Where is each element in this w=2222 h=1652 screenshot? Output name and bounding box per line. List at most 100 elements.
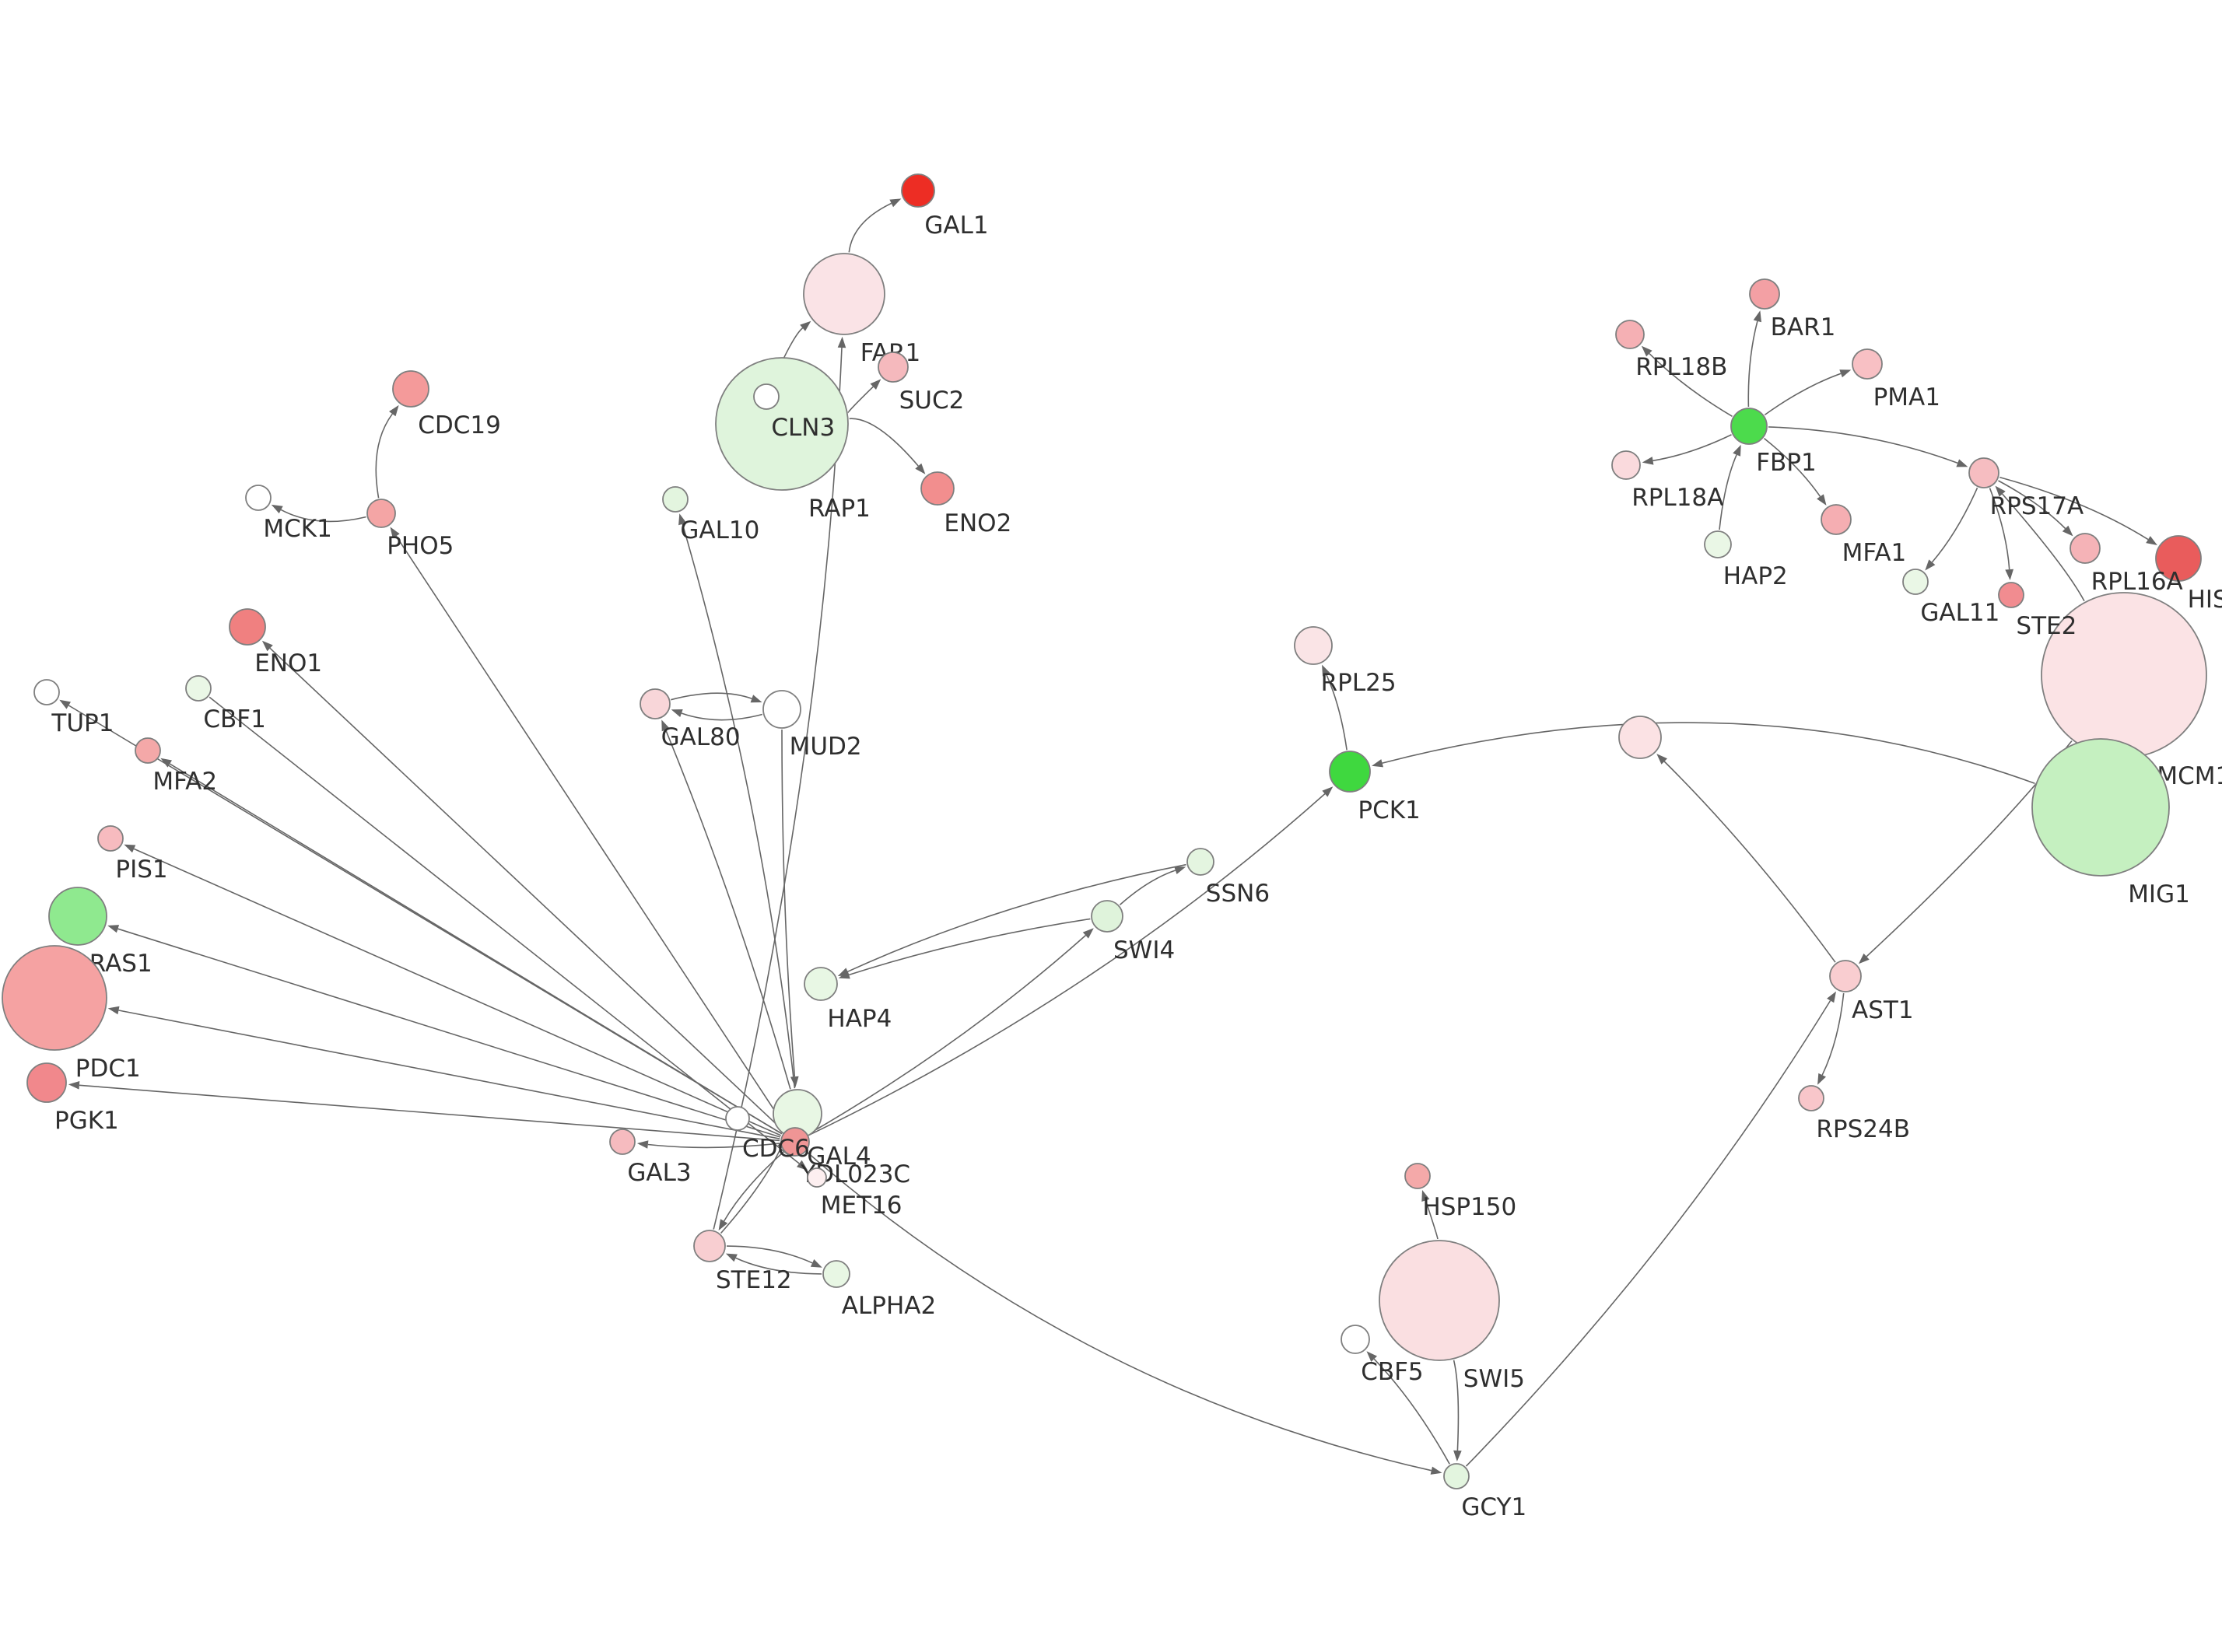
edge-FBP1-RPL18B[interactable]: [1641, 345, 1733, 417]
node-PIS1[interactable]: [97, 825, 124, 852]
edge-line-RAP1-ENO2[interactable]: [849, 418, 919, 467]
node-AST1[interactable]: [1829, 960, 1862, 992]
edge-SWI5-HSP150[interactable]: [1421, 1190, 1439, 1240]
node-BAR1[interactable]: [1749, 278, 1780, 310]
edge-line-AST1-N39[interactable]: [1663, 761, 1836, 963]
edge-CBF1-MET16[interactable]: [209, 696, 808, 1171]
node-MCK1[interactable]: [245, 485, 272, 511]
node-TUP1[interactable]: [33, 679, 60, 705]
edge-SWI4-SSN6[interactable]: [1119, 866, 1186, 905]
edge-RPS17A-STE2[interactable]: [1989, 488, 2014, 580]
edge-line-FBP1-BAR1[interactable]: [1747, 320, 1758, 408]
edge-line-YDL023C-GCY1[interactable]: [806, 1151, 1432, 1472]
node-RPL18A[interactable]: [1611, 450, 1641, 480]
edge-line-YDL023C-PIS1[interactable]: [133, 848, 782, 1136]
edge-line-YDL023C-STE12[interactable]: [723, 1151, 784, 1222]
edge-line-YDL023C-RAS1[interactable]: [117, 928, 781, 1138]
node-RAS1[interactable]: [48, 887, 107, 946]
edge-PHO5-CDC19[interactable]: [375, 404, 399, 499]
node-STE12[interactable]: [693, 1230, 726, 1262]
node-RPL16A[interactable]: [2070, 533, 2101, 564]
node-PDC1[interactable]: [2, 945, 107, 1051]
edge-SWI5-GCY1[interactable]: [1453, 1360, 1462, 1461]
edge-line-YDL023C-GAL3[interactable]: [647, 1143, 780, 1149]
node-MUD2[interactable]: [762, 690, 801, 729]
node-SWI5[interactable]: [1379, 1240, 1500, 1361]
edge-line-STE12-FAR1[interactable]: [713, 347, 843, 1230]
node-CDC6[interactable]: [725, 1106, 750, 1131]
edge-FAR1-GAL1[interactable]: [848, 198, 902, 253]
edge-ALPHA2-STE12[interactable]: [725, 1253, 822, 1275]
edge-line-RAP1-SUC2[interactable]: [847, 386, 874, 414]
edge-PHO5-MCK1[interactable]: [271, 504, 366, 523]
edge-GAL4-GAL80[interactable]: [661, 719, 791, 1090]
node-ENO2[interactable]: [920, 471, 955, 506]
edge-line-PHO5-CDC19[interactable]: [375, 413, 393, 499]
edge-YDL023C-GAL3[interactable]: [636, 1140, 780, 1149]
edge-line-MUD2-GAL80[interactable]: [681, 712, 763, 721]
node-N39[interactable]: [1618, 716, 1662, 759]
edge-line-FBP1-MFA1[interactable]: [1764, 437, 1821, 497]
edge-line-RPS17A-GAL11[interactable]: [1931, 487, 1978, 563]
edge-SSN6-HAP4[interactable]: [837, 863, 1186, 976]
edge-YDL023C-SWI4[interactable]: [808, 928, 1094, 1135]
edge-AST1-N39[interactable]: [1656, 754, 1836, 963]
node-HSP150[interactable]: [1404, 1163, 1431, 1189]
edge-line-MUD2-GAL4[interactable]: [781, 729, 796, 1077]
edge-FBP1-PMA1[interactable]: [1764, 369, 1852, 416]
edge-line-GCY1-AST1[interactable]: [1465, 1000, 1831, 1467]
node-GAL10[interactable]: [662, 486, 689, 513]
edge-YDL023C-PHO5[interactable]: [390, 527, 787, 1129]
edge-MUD2-GAL80[interactable]: [671, 709, 763, 721]
edge-line-GCY1-CBF5[interactable]: [1373, 1358, 1450, 1465]
edge-line-YDL023C-ENO1[interactable]: [269, 647, 784, 1132]
edge-line-YDL023C-PHO5[interactable]: [395, 535, 787, 1129]
node-CBF5[interactable]: [1341, 1325, 1370, 1354]
edge-RAP1-ENO2[interactable]: [849, 418, 926, 474]
edge-line-YDL023C-PGK1[interactable]: [79, 1084, 780, 1142]
node-FBP1[interactable]: [1730, 408, 1768, 445]
node-RPS24B[interactable]: [1798, 1085, 1824, 1111]
edge-FBP1-RPL18A[interactable]: [1642, 434, 1732, 465]
node-RPL18B[interactable]: [1615, 320, 1645, 349]
edge-YDL023C-ENO1[interactable]: [261, 640, 784, 1132]
edge-YDL023C-RAS1[interactable]: [107, 925, 781, 1138]
edge-line-YDL023C-SWI4[interactable]: [808, 935, 1086, 1135]
node-GAL1[interactable]: [901, 173, 935, 208]
node-CBF1[interactable]: [185, 675, 212, 702]
edge-HAP2-FBP1[interactable]: [1719, 444, 1741, 530]
edge-FBP1-RPS17A[interactable]: [1768, 426, 1968, 467]
edge-FBP1-BAR1[interactable]: [1747, 310, 1761, 408]
edge-line-SSN6-HAP4[interactable]: [847, 863, 1186, 972]
edge-STE12-ALPHA2[interactable]: [726, 1245, 822, 1268]
edge-FBP1-MFA1[interactable]: [1764, 437, 1827, 506]
node-ENO1[interactable]: [229, 608, 266, 646]
edge-line-FBP1-RPS17A[interactable]: [1768, 426, 1958, 464]
node-MIG1[interactable]: [2031, 738, 2170, 877]
edge-line-FBP1-PMA1[interactable]: [1764, 373, 1842, 416]
edge-line-MCM1-RPS17A[interactable]: [2002, 493, 2085, 602]
node-MFA2[interactable]: [135, 737, 161, 764]
edge-GCY1-CBF5[interactable]: [1366, 1351, 1450, 1465]
edge-line-HAP2-FBP1[interactable]: [1719, 454, 1737, 530]
node-ALPHA2[interactable]: [822, 1260, 850, 1288]
edge-YDL023C-MFA2[interactable]: [160, 758, 783, 1135]
node-CLN3[interactable]: [753, 383, 780, 410]
edge-line-SWI4-HAP4[interactable]: [848, 918, 1091, 976]
edge-line-RPS17A-HIS4[interactable]: [1999, 476, 2149, 541]
edge-RAP1-SUC2[interactable]: [847, 379, 881, 414]
edge-MCM1-RPS17A[interactable]: [1995, 485, 2085, 602]
edge-line-FBP1-RPL18B[interactable]: [1649, 353, 1733, 417]
node-SUC2[interactable]: [878, 352, 909, 383]
edge-YDL023C-PIS1[interactable]: [124, 844, 782, 1136]
edge-line-RPS17A-RPL16A[interactable]: [1998, 480, 2066, 530]
edge-YDL023C-STE12[interactable]: [718, 1151, 784, 1231]
edge-line-YDL023C-MFA2[interactable]: [169, 763, 783, 1135]
edge-line-GAL80-MUD2[interactable]: [671, 692, 752, 701]
edge-line-FBP1-RPL18A[interactable]: [1652, 434, 1732, 462]
edge-line-PCK1-RPL25[interactable]: [1326, 674, 1348, 751]
edge-line-ALPHA2-STE12[interactable]: [735, 1257, 822, 1275]
edge-line-STE12-GAL4[interactable]: [720, 1146, 782, 1234]
node-RPS17A[interactable]: [1968, 457, 1999, 488]
